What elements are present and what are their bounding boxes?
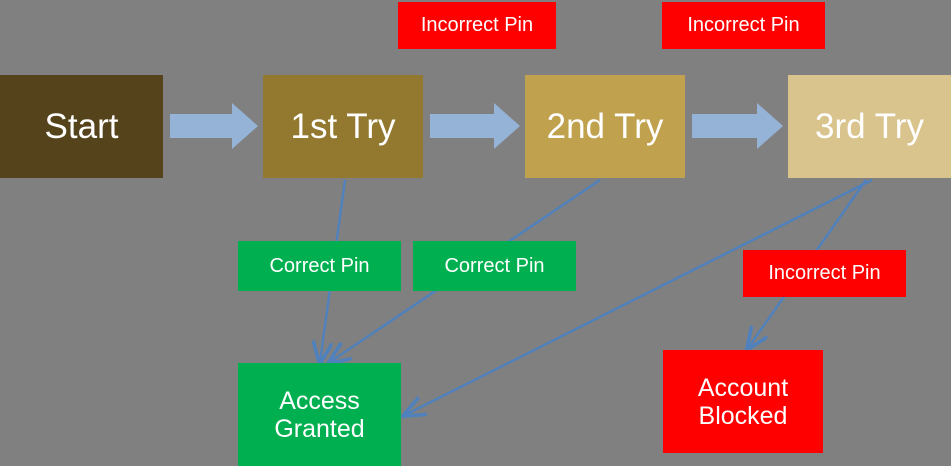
block-arrow-start-to-try1 bbox=[170, 103, 258, 149]
edge-label-correct-2: Correct Pin bbox=[413, 241, 576, 291]
node-try3[interactable]: 3rd Try bbox=[788, 75, 951, 178]
node-label: 1st Try bbox=[290, 106, 396, 146]
edge-label-text: Incorrect Pin bbox=[420, 14, 534, 36]
node-label: Access Granted bbox=[274, 386, 365, 443]
node-label: 3rd Try bbox=[815, 106, 924, 146]
node-label: 2nd Try bbox=[546, 106, 664, 146]
edge-label-incorrect-1: Incorrect Pin bbox=[398, 2, 556, 49]
node-try1[interactable]: 1st Try bbox=[263, 75, 423, 178]
connector-try3-to-granted bbox=[405, 178, 873, 415]
node-granted[interactable]: Access Granted bbox=[238, 363, 401, 466]
node-blocked[interactable]: Account Blocked bbox=[663, 350, 823, 453]
node-start[interactable]: Start bbox=[0, 75, 163, 178]
edge-label-text: Correct Pin bbox=[269, 254, 370, 277]
edge-label-text: Incorrect Pin bbox=[687, 14, 800, 36]
edge-label-incorrect-3: Incorrect Pin bbox=[743, 250, 906, 297]
edge-label-correct-1: Correct Pin bbox=[238, 241, 401, 291]
block-arrow-try2-to-try3 bbox=[692, 103, 783, 149]
edge-label-text: Incorrect Pin bbox=[768, 262, 881, 284]
node-label: Start bbox=[44, 106, 119, 146]
edge-label-incorrect-2: Incorrect Pin bbox=[662, 2, 825, 49]
node-label: Account Blocked bbox=[697, 373, 789, 430]
node-try2[interactable]: 2nd Try bbox=[525, 75, 685, 178]
edge-label-text: Correct Pin bbox=[444, 254, 545, 277]
block-arrow-try1-to-try2 bbox=[430, 103, 520, 149]
